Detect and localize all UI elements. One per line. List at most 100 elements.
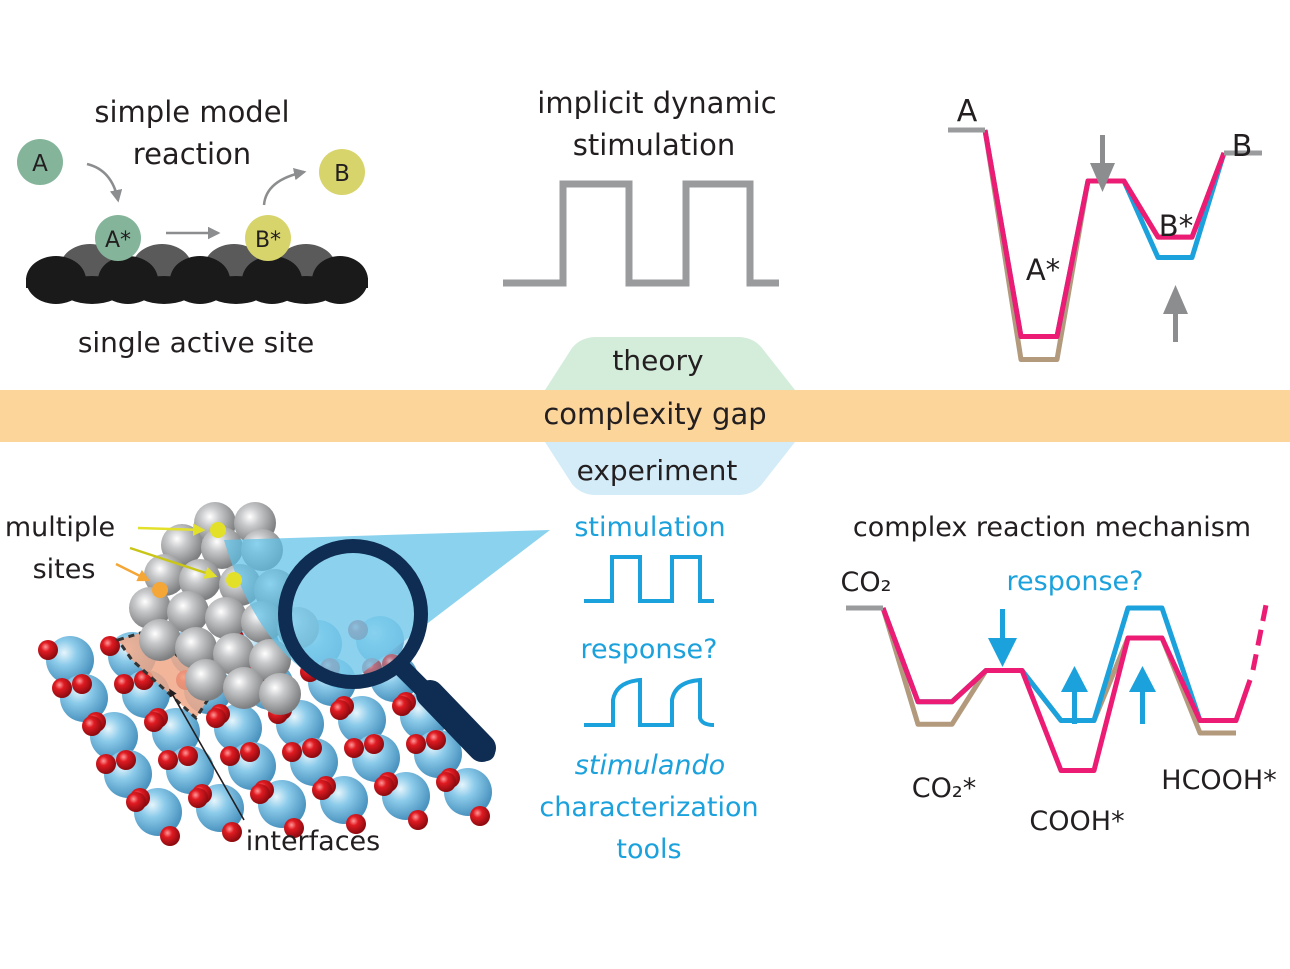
label-CO2: CO₂ — [841, 567, 892, 598]
response-wave — [584, 677, 715, 727]
species-B-gas: B — [319, 149, 365, 195]
complexity-gap-section: theory complexity gap experiment — [0, 337, 1290, 495]
stimulando-label: stimulando — [575, 750, 725, 781]
simple-model-panel: simple model reaction — [17, 95, 368, 359]
oxygen-atom — [160, 826, 180, 846]
multiple-sites-label-line2: sites — [33, 554, 96, 585]
adsorption-arrow — [86, 162, 123, 203]
multiple-sites-label-line1: multiple — [5, 512, 115, 543]
oxygen-atom — [126, 792, 146, 812]
experiment-hexagon — [545, 442, 795, 495]
implicit-stimulation-title-line1: implicit dynamic — [537, 86, 776, 120]
metal-atom — [139, 619, 181, 661]
species-B-adsorbed: B* — [245, 215, 291, 261]
site-arrow-yellow-mid — [129, 546, 218, 579]
label-CO2-star: CO₂* — [912, 773, 976, 804]
site-marker-orange — [152, 582, 168, 598]
oxygen-atom — [82, 716, 102, 736]
response-label-right: response? — [1007, 566, 1144, 597]
oxide-metal-atom — [166, 746, 214, 794]
oxygen-atom — [364, 734, 384, 754]
down-arrow-gray — [1090, 135, 1115, 192]
svg-text:A*: A* — [105, 228, 131, 253]
metal-atom — [223, 667, 265, 709]
energy-path-magenta — [880, 607, 1253, 773]
oxygen-atom — [144, 712, 164, 732]
label-HCOOH-star: HCOOH* — [1161, 765, 1276, 796]
label-A-star: A* — [1026, 253, 1060, 287]
complexity-gap-band — [0, 390, 1290, 442]
stimulation-square-wave — [584, 555, 714, 603]
site-arrow-yellow-top — [137, 523, 206, 536]
metal-atom — [213, 633, 255, 675]
oxide-metal-atom — [60, 674, 108, 722]
up-arrow-blue-2 — [1129, 666, 1156, 724]
oxygen-atom — [114, 674, 134, 694]
oxygen-atom — [312, 780, 332, 800]
site-marker-yellow-mid — [226, 572, 242, 588]
simple-energy-diagram: A A* B* B — [948, 94, 1262, 362]
oxide-metal-atom — [290, 738, 338, 786]
oxide-metal-atom — [414, 730, 462, 778]
site-arrow-orange — [115, 562, 151, 582]
implicit-stimulation-panel: implicit dynamic stimulation — [503, 86, 779, 287]
oxygen-atom — [282, 742, 302, 762]
experiment-label: experiment — [577, 454, 738, 487]
oxygen-atom — [330, 700, 350, 720]
oxygen-atom — [408, 810, 428, 830]
oxygen-atom — [188, 788, 208, 808]
complex-mechanism-title: complex reaction mechanism — [853, 512, 1251, 543]
oxygen-atom — [116, 750, 136, 770]
oxygen-atom — [346, 814, 366, 834]
metal-atom — [205, 597, 247, 639]
complexity-gap-label: complexity gap — [543, 397, 766, 431]
metal-atom — [167, 591, 209, 633]
oxygen-atom — [178, 746, 198, 766]
up-arrow-gray — [1163, 285, 1188, 342]
oxygen-atom — [52, 678, 72, 698]
oxide-metal-atom — [46, 636, 94, 684]
oxygen-atom — [222, 822, 242, 842]
oxygen-atom — [158, 750, 178, 770]
oxide-metal-atom — [228, 742, 276, 790]
metal-atom — [185, 659, 227, 701]
interfaces-label: interfaces — [246, 826, 381, 857]
svg-text:B*: B* — [255, 228, 281, 253]
metal-atom — [175, 627, 217, 669]
tools-label: tools — [616, 834, 681, 865]
characterization-label: characterization — [539, 792, 758, 823]
oxygen-atom — [302, 738, 322, 758]
oxygen-atom — [284, 818, 304, 838]
single-active-site-caption: single active site — [78, 326, 314, 359]
species-A-adsorbed: A* — [95, 215, 141, 261]
oxygen-atom — [426, 730, 446, 750]
theory-hexagon — [545, 337, 795, 390]
oxygen-atom — [250, 784, 270, 804]
oxygen-atom — [220, 746, 240, 766]
interface-pointer — [169, 688, 245, 821]
oxygen-atom — [206, 708, 226, 728]
catalyst-surface — [26, 244, 368, 304]
oxygen-atom — [374, 776, 394, 796]
svg-text:A: A — [32, 151, 48, 177]
label-A: A — [957, 94, 978, 129]
stimulation-label: stimulation — [574, 512, 725, 543]
simple-model-title-line1: simple model — [94, 95, 289, 129]
desorption-arrow — [262, 167, 307, 206]
magnifier-icon — [278, 539, 496, 762]
oxide-metal-atom — [104, 750, 152, 798]
stimulando-panel: stimulation response? stimulando charact… — [539, 512, 758, 865]
up-arrow-blue-1 — [1061, 666, 1088, 724]
label-COOH-star: COOH* — [1029, 806, 1124, 837]
label-B-star: B* — [1159, 209, 1193, 243]
oxygen-atom — [406, 734, 426, 754]
square-wave-gray — [503, 180, 779, 287]
oxygen-atom — [72, 674, 92, 694]
implicit-stimulation-title-line2: stimulation — [573, 128, 736, 162]
oxygen-atom — [392, 696, 412, 716]
nanoparticle-illustration: multiple sites interfaces — [5, 502, 550, 857]
theory-label: theory — [612, 344, 703, 377]
oxygen-atom — [96, 754, 116, 774]
complex-energy-diagram: complex reaction mechanism response? CO₂… — [841, 512, 1277, 837]
site-marker-yellow-top — [210, 522, 226, 538]
